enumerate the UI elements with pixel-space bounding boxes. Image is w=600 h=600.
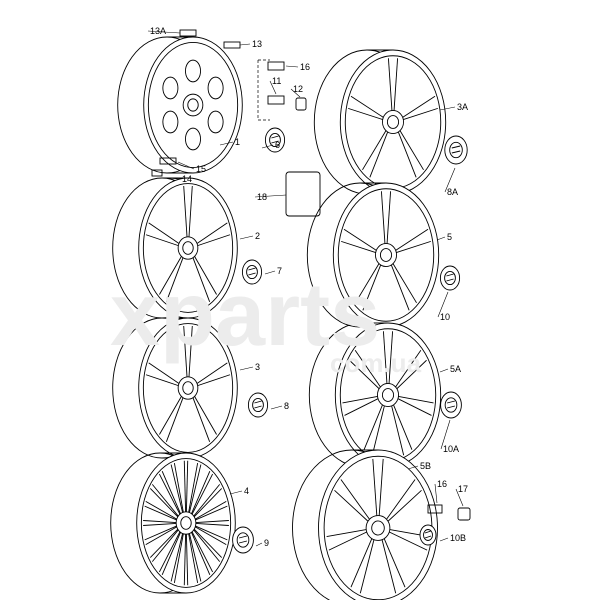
callout-bolt-16: 16 (285, 62, 310, 72)
part-label: 16 (300, 62, 310, 72)
leader-line (439, 368, 449, 373)
part-label: 14 (182, 174, 192, 184)
wheel-1 (117, 36, 243, 174)
part-label: 17 (458, 484, 468, 494)
callout-wheel-5b: 5B (407, 461, 431, 471)
leader-line (440, 419, 451, 450)
small-hardware (151, 29, 471, 521)
leader-line (229, 490, 243, 495)
leader-line (455, 488, 464, 507)
leader-line (270, 405, 283, 410)
part-label: 1 (235, 137, 240, 147)
part-label: 15 (196, 164, 206, 174)
callout-hub-cap-6: 6 (261, 140, 280, 150)
callout-hub-cap-7: 7 (264, 266, 282, 276)
leader-line (444, 167, 456, 193)
wheel-4 (110, 452, 236, 594)
hub-cap-9 (232, 526, 254, 554)
wheel-5a (308, 322, 442, 468)
wheel-3a (313, 49, 447, 195)
callout-wheel-4: 4 (229, 486, 249, 496)
part-label: 5B (420, 461, 431, 471)
leader-line (285, 65, 299, 68)
hub-cap-8 (247, 392, 269, 418)
callout-hub-cap-10: 10 (437, 291, 450, 322)
callout-weight-15: 15 (177, 161, 206, 174)
part-label: 12 (293, 84, 303, 94)
watermark-subtext: com.ua (330, 348, 422, 378)
callout-hub-cap-10b: 10B (439, 533, 466, 543)
leader-line (239, 43, 251, 46)
callout-wheel-5: 5 (436, 232, 452, 242)
callout-bolt-11: 11 (269, 76, 281, 95)
callout-hub-cap-8a: 8A (444, 167, 458, 197)
callout-wheel-2: 2 (239, 231, 260, 241)
callout-wheel-1: 1 (219, 137, 240, 147)
callout-wheel-5a: 5A (439, 364, 461, 374)
part-label: 6 (275, 140, 280, 150)
callout-hub-cap-10a: 10A (440, 419, 459, 454)
part-label: 8A (447, 187, 458, 197)
callout-wheel-3a: 3A (439, 102, 468, 112)
part-label: 2 (255, 231, 260, 241)
part-label: 10 (440, 312, 450, 322)
callout-wheel-3: 3 (239, 362, 260, 372)
callout-valve-13: 13 (239, 39, 262, 49)
leader-line (437, 291, 449, 318)
watermark: xparts com.ua (110, 265, 422, 378)
leader-line (264, 270, 276, 275)
part-label: 3A (457, 102, 468, 112)
watermark-text: xparts (110, 265, 380, 365)
wheel-5b (292, 449, 438, 600)
part-label: 11 (272, 76, 281, 86)
leader-line (239, 366, 254, 371)
leader-line (261, 144, 274, 149)
part-label: 13A (150, 26, 166, 36)
part-label: 4 (244, 486, 249, 496)
leader-line (255, 542, 263, 547)
leader-line (434, 483, 438, 504)
leader-line (219, 141, 234, 146)
leader-line (177, 161, 195, 170)
callout-cap-12: 12 (290, 84, 303, 98)
leader-line (439, 106, 456, 111)
hub-cap-8a (444, 135, 468, 165)
hub-cap-10 (439, 265, 461, 291)
leader-line (290, 88, 301, 98)
leader-line (439, 537, 449, 542)
wheel-2 (112, 177, 238, 319)
wheel-5 (306, 182, 440, 328)
part-label: 13 (252, 39, 262, 49)
part-label: 3 (255, 362, 260, 372)
callout-bolt-16b: 16 (434, 479, 447, 504)
leader-line (239, 235, 254, 240)
leader-line (407, 465, 419, 470)
part-label: 5A (450, 364, 461, 374)
part-label: 9 (264, 538, 269, 548)
leader-line (254, 194, 287, 198)
part-label: 16 (437, 479, 447, 489)
part-label: 18 (257, 192, 267, 202)
part-label: 10A (443, 444, 459, 454)
leader-line (269, 80, 277, 95)
callout-cap-17: 17 (455, 484, 468, 507)
hub-cap-10a (440, 391, 462, 419)
part-label: 5 (447, 232, 452, 242)
hub-cap-10b (419, 524, 437, 546)
callout-hub-cap-8: 8 (270, 401, 289, 411)
callout-weight-14: 14 (164, 174, 192, 184)
wheel-3 (112, 317, 238, 459)
leader-line (164, 177, 181, 180)
part-label: 10B (450, 533, 466, 543)
leader-line (147, 30, 181, 34)
callout-hub-cap-9: 9 (255, 538, 269, 548)
leader-line (436, 236, 446, 241)
part-label: 7 (277, 266, 282, 276)
part-label: 8 (284, 401, 289, 411)
callout-kit-18: 18 (254, 192, 287, 202)
hub-cap-7 (241, 259, 263, 285)
callout-valve-13a: 13A (147, 26, 181, 36)
